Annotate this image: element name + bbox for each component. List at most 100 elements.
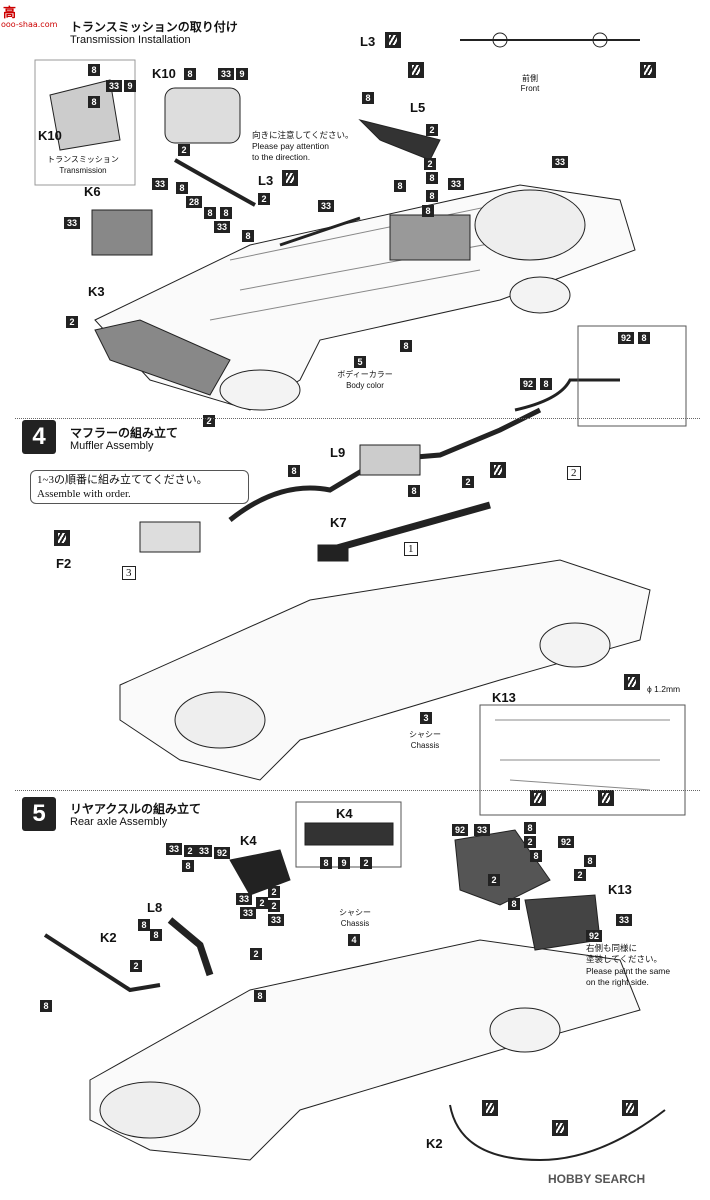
color-code-badge: 8 (362, 92, 374, 104)
color-code-badge: 8 (184, 68, 196, 80)
label-K2-bottom: K2 (426, 1136, 443, 1151)
color-code-badge: 33 (240, 907, 256, 919)
color-code-badge: 8 (40, 1000, 52, 1012)
step5-title-en: Rear axle Assembly (70, 816, 168, 828)
color-code-badge: 4 (348, 934, 360, 946)
color-code-badge: 92 (558, 836, 574, 848)
order-mark-1: 1 (404, 542, 418, 556)
stripe-paint-icon (530, 790, 546, 806)
label-K13-top: K13 (492, 690, 516, 705)
color-code-badge: 92 (214, 847, 230, 859)
label-K4-box: K4 (336, 806, 353, 821)
color-code-badge: 28 (186, 196, 202, 208)
chassis-label-jp: シャシー (339, 908, 371, 917)
color-code-badge: 33 (106, 80, 122, 92)
color-code-badge: 8 (176, 182, 188, 194)
color-code-badge: 2 (268, 900, 280, 912)
color-code-badge: 2 (462, 476, 474, 488)
transmission-label-jp: トランスミッション (47, 155, 119, 164)
color-code-badge: 2 (256, 897, 268, 909)
color-code-badge: 2 (524, 836, 536, 848)
color-code-badge: 8 (422, 205, 434, 217)
direction-note-en2: to the direction. (252, 152, 311, 162)
front-label-en: Front (520, 84, 540, 93)
color-code-badge: 92 (586, 930, 602, 942)
color-code-badge: 2 (268, 886, 280, 898)
color-code-badge: 8 (508, 898, 520, 910)
color-code-badge: 92 (618, 332, 634, 344)
color-code-badge: 8 (426, 172, 438, 184)
color-code-badge: 8 (242, 230, 254, 242)
color-code-badge: 8 (182, 860, 194, 872)
color-code-badge: 33 (236, 893, 252, 905)
color-code-badge: 3 (420, 712, 432, 724)
step5-title-jp: リヤアクスルの組み立て (70, 802, 202, 816)
label-L3-top: L3 (360, 34, 376, 49)
color-code-badge: 2 (203, 415, 215, 427)
stripe-paint-icon (482, 1100, 498, 1116)
step4-title-en: Muffler Assembly (70, 440, 154, 452)
body-color-jp: ボディーカラー (337, 370, 393, 379)
color-code-badge: 8 (524, 822, 536, 834)
label-K6: K6 (84, 184, 101, 199)
color-code-badge: 33 (196, 845, 212, 857)
color-code-badge: 2 (250, 948, 262, 960)
color-code-badge: 33 (152, 178, 168, 190)
label-L3: L3 (258, 173, 274, 188)
color-code-badge: 8 (638, 332, 650, 344)
direction-note-jp: 向きに注意してください。 (252, 130, 354, 140)
step3-title-jp: トランスミッションの取り付け (70, 20, 238, 34)
color-code-badge: 8 (408, 485, 420, 497)
label-L9: L9 (330, 445, 346, 460)
color-code-badge: 33 (166, 843, 182, 855)
color-code-badge: 8 (540, 378, 552, 390)
stripe-paint-icon (622, 1100, 638, 1116)
chassis-label-en: Chassis (410, 741, 440, 750)
color-code-badge: 2 (66, 316, 78, 328)
order-mark-2: 2 (567, 466, 581, 480)
order-note-en: Assemble with order. (37, 488, 131, 500)
step3-title-en: Transmission Installation (70, 34, 191, 46)
order-mark-3: 3 (122, 566, 136, 580)
color-code-badge: 33 (214, 221, 230, 233)
section-divider (15, 418, 700, 419)
label-K2: K2 (100, 930, 117, 945)
color-code-badge: 8 (584, 855, 596, 867)
label-K4: K4 (240, 833, 257, 848)
color-code-badge: 8 (400, 340, 412, 352)
color-code-badge: 8 (254, 990, 266, 1002)
color-code-badge: 2 (574, 869, 586, 881)
color-code-badge: 8 (204, 207, 216, 219)
chassis-label-en: Chassis (340, 919, 370, 928)
color-code-badge: 33 (552, 156, 568, 168)
color-code-badge: 2 (488, 874, 500, 886)
color-code-badge: 8 (394, 180, 406, 192)
label-K13: K13 (608, 882, 632, 897)
paint-drop-icon (385, 32, 401, 48)
color-code-badge: 5 (354, 356, 366, 368)
color-code-badge: 33 (474, 824, 490, 836)
color-code-badge: 2 (258, 193, 270, 205)
order-note-jp: 1~3の順番に組み立ててください。 (37, 474, 208, 486)
step4-title-jp: マフラーの組み立て (70, 426, 179, 440)
color-code-badge: 33 (218, 68, 234, 80)
color-code-badge: 2 (360, 857, 372, 869)
paint-drop-icon (282, 170, 298, 186)
color-code-badge: 2 (178, 144, 190, 156)
drill-size-note: ϕ 1.2mm (647, 684, 681, 694)
label-K10: K10 (152, 66, 176, 81)
body-color-en: Body color (346, 381, 384, 390)
color-code-badge: 2 (426, 124, 438, 136)
front-label-jp: 前側 (522, 74, 538, 83)
color-code-badge: 8 (426, 190, 438, 202)
stripe-paint-icon (408, 62, 424, 78)
step-number-4: 4 (22, 420, 56, 454)
color-code-badge: 33 (318, 200, 334, 212)
color-code-badge: 8 (530, 850, 542, 862)
color-code-badge: 8 (88, 64, 100, 76)
color-code-badge: 8 (220, 207, 232, 219)
color-code-badge: 9 (338, 857, 350, 869)
color-code-badge: 2 (184, 845, 196, 857)
label-L8: L8 (147, 900, 163, 915)
